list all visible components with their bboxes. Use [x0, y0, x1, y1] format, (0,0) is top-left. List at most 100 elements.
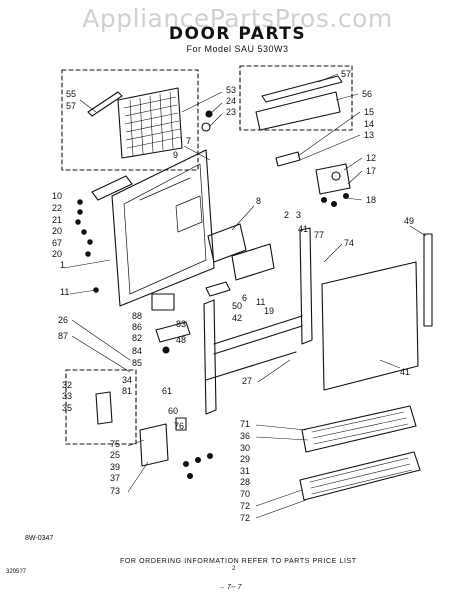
- callout: 86: [132, 322, 142, 332]
- callout: 82: [132, 333, 142, 343]
- callout: 10: [52, 191, 62, 201]
- fastener-24: [205, 110, 213, 118]
- handle-strip: [261, 75, 343, 103]
- callout: 71: [240, 419, 250, 429]
- filter-group-box: [61, 69, 199, 171]
- callout: 84: [132, 346, 142, 356]
- callout: 42: [232, 313, 242, 323]
- switch-part: [95, 391, 113, 425]
- callout: 23: [226, 107, 236, 117]
- callout: 28: [240, 477, 250, 487]
- callout: 57: [341, 69, 351, 79]
- callout: 20: [52, 249, 62, 259]
- callout: 85: [132, 358, 142, 368]
- diagram-code: 8W-0347: [25, 535, 54, 542]
- callout: 60: [168, 406, 178, 416]
- callout: 26: [58, 315, 68, 325]
- callout: 22: [52, 203, 62, 213]
- callout: 83: [176, 319, 186, 329]
- callout: 41: [298, 224, 308, 234]
- grille-71: [301, 405, 417, 453]
- callout: 15: [364, 107, 374, 117]
- callout: 12: [366, 153, 376, 163]
- hinge-part: [275, 151, 301, 167]
- callout: 13: [364, 130, 374, 140]
- dispenser-25: [139, 423, 169, 467]
- handle-channel: [255, 91, 341, 131]
- callout: 18: [366, 195, 376, 205]
- callout: 61: [162, 386, 172, 396]
- callout: 11: [60, 287, 69, 297]
- ordering-note: FOR ORDERING INFORMATION REFER TO PARTS …: [120, 558, 357, 565]
- callout: 25: [110, 450, 120, 460]
- page-title: DOOR PARTS: [168, 24, 307, 44]
- leader-lines: [63, 73, 427, 519]
- grille-70: [299, 451, 421, 501]
- latch-assembly: [315, 163, 351, 208]
- part-8: [207, 223, 247, 263]
- callout: 8: [256, 196, 261, 206]
- callout: 32: [62, 380, 72, 390]
- callout-labels: 55 57 53 24 23 57 56 15 14 13 7 9 12 17 …: [52, 69, 414, 523]
- callout: 7: [186, 136, 191, 146]
- inner-door-panel: [111, 149, 215, 307]
- callout: 55: [66, 89, 76, 99]
- callout: 14: [364, 119, 374, 129]
- callout: 53: [226, 85, 236, 95]
- callout: 39: [110, 462, 120, 472]
- callout: 1: [60, 260, 65, 270]
- callout: 67: [52, 238, 62, 248]
- page-marker: 2: [232, 566, 236, 572]
- left-screws: [75, 199, 99, 293]
- callout: 35: [62, 403, 72, 413]
- callout: 3: [296, 210, 301, 220]
- callout: 73: [110, 486, 120, 496]
- parts-87-83: [151, 293, 191, 354]
- part-6-50: [231, 243, 275, 281]
- small-parts: [182, 452, 214, 480]
- callout: 36: [240, 431, 250, 441]
- callout: 87: [58, 331, 68, 341]
- filter-screen: [117, 87, 183, 159]
- callout: 24: [226, 96, 236, 106]
- callout: 75: [110, 439, 120, 449]
- callout: 30: [240, 443, 250, 453]
- fastener-23: [201, 122, 211, 132]
- callout: 19: [264, 306, 274, 316]
- vent-piece: [91, 175, 133, 201]
- door-strip-49: [423, 233, 433, 327]
- callout: 56: [362, 89, 372, 99]
- door-frame-legs: [203, 227, 313, 415]
- callout: 88: [132, 311, 142, 321]
- callout: 33: [62, 391, 72, 401]
- callout: 74: [344, 238, 354, 248]
- callout: 48: [176, 335, 186, 345]
- watermark: AppliancePartsPros.com: [82, 4, 393, 33]
- callout: 2: [284, 210, 289, 220]
- callout: 81: [122, 386, 132, 396]
- callout: 20: [52, 226, 62, 236]
- part-60: [175, 417, 187, 431]
- callout: 41: [400, 367, 410, 377]
- part-50: [205, 281, 231, 297]
- callout: 49: [404, 216, 414, 226]
- switch-group-box: [65, 369, 137, 445]
- handwritten-mark: → 7-- 7: [218, 584, 242, 591]
- callout: 77: [314, 230, 324, 240]
- callout: 11: [256, 297, 265, 307]
- callout: 76: [174, 421, 184, 431]
- callout: 6: [242, 293, 247, 303]
- callout: 29: [240, 454, 250, 464]
- callout: 50: [232, 301, 242, 311]
- callout: 17: [366, 166, 376, 176]
- callout: 27: [242, 376, 252, 386]
- handle-group-box: [239, 65, 353, 131]
- callout: 70: [240, 489, 250, 499]
- callout: 21: [52, 215, 62, 225]
- callout: 9: [173, 150, 178, 160]
- callout: 34: [122, 375, 132, 385]
- callout: 37: [110, 473, 120, 483]
- outer-door-panel: [321, 261, 419, 391]
- corner-code: 3205?7: [6, 569, 27, 575]
